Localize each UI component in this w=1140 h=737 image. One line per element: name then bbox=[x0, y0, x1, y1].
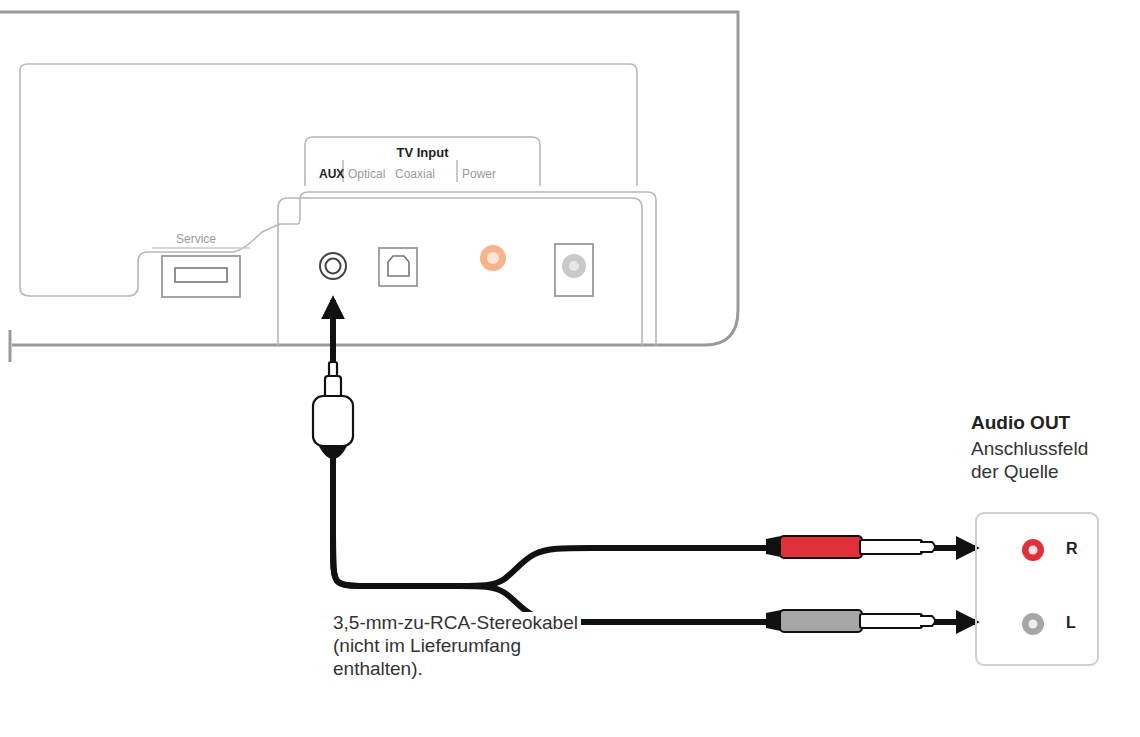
jack-label: R bbox=[1066, 539, 1078, 558]
optical-jack bbox=[379, 248, 417, 286]
jack-label: L bbox=[1066, 613, 1076, 632]
service-usb-port bbox=[152, 248, 250, 297]
source-panel: RLAudio OUTAnschlussfeld der Quelle bbox=[968, 412, 1113, 667]
port-label: Optical bbox=[348, 167, 385, 181]
grey-rca-jack bbox=[1022, 613, 1044, 635]
rear-recess bbox=[20, 64, 656, 345]
port-label: AUX bbox=[319, 167, 344, 181]
port-label: Coaxial bbox=[395, 167, 435, 181]
coaxial-jack bbox=[480, 245, 506, 271]
panel-heading: TV Input bbox=[305, 145, 540, 161]
tv-input-tab bbox=[305, 137, 540, 186]
rca-plug-red bbox=[766, 536, 935, 558]
cable-note: 3,5-mm-zu-RCA-Stereokabel (nicht im Lief… bbox=[333, 612, 581, 680]
port-label: Power bbox=[462, 167, 496, 181]
cable-branch bbox=[333, 300, 975, 622]
red-rca-jack bbox=[1022, 539, 1044, 561]
port-label: Service bbox=[176, 232, 216, 246]
panel-outline: RL bbox=[975, 512, 1099, 666]
panel-subheading: Anschlussfeld der Quelle bbox=[971, 438, 1111, 484]
mini-jack-plug bbox=[313, 362, 353, 458]
aux-jack bbox=[320, 253, 346, 279]
tv-input-panel: TV InputAUX Optical Coaxial Power bbox=[278, 137, 642, 300]
power-jack bbox=[555, 244, 593, 296]
soundbar-housing bbox=[0, 12, 738, 362]
jack-illustration bbox=[977, 514, 1097, 664]
panel-heading: Audio OUT bbox=[971, 412, 1070, 435]
rca-plug-grey bbox=[766, 610, 935, 632]
stereo-cable bbox=[333, 300, 975, 622]
cable-branch bbox=[333, 300, 975, 586]
